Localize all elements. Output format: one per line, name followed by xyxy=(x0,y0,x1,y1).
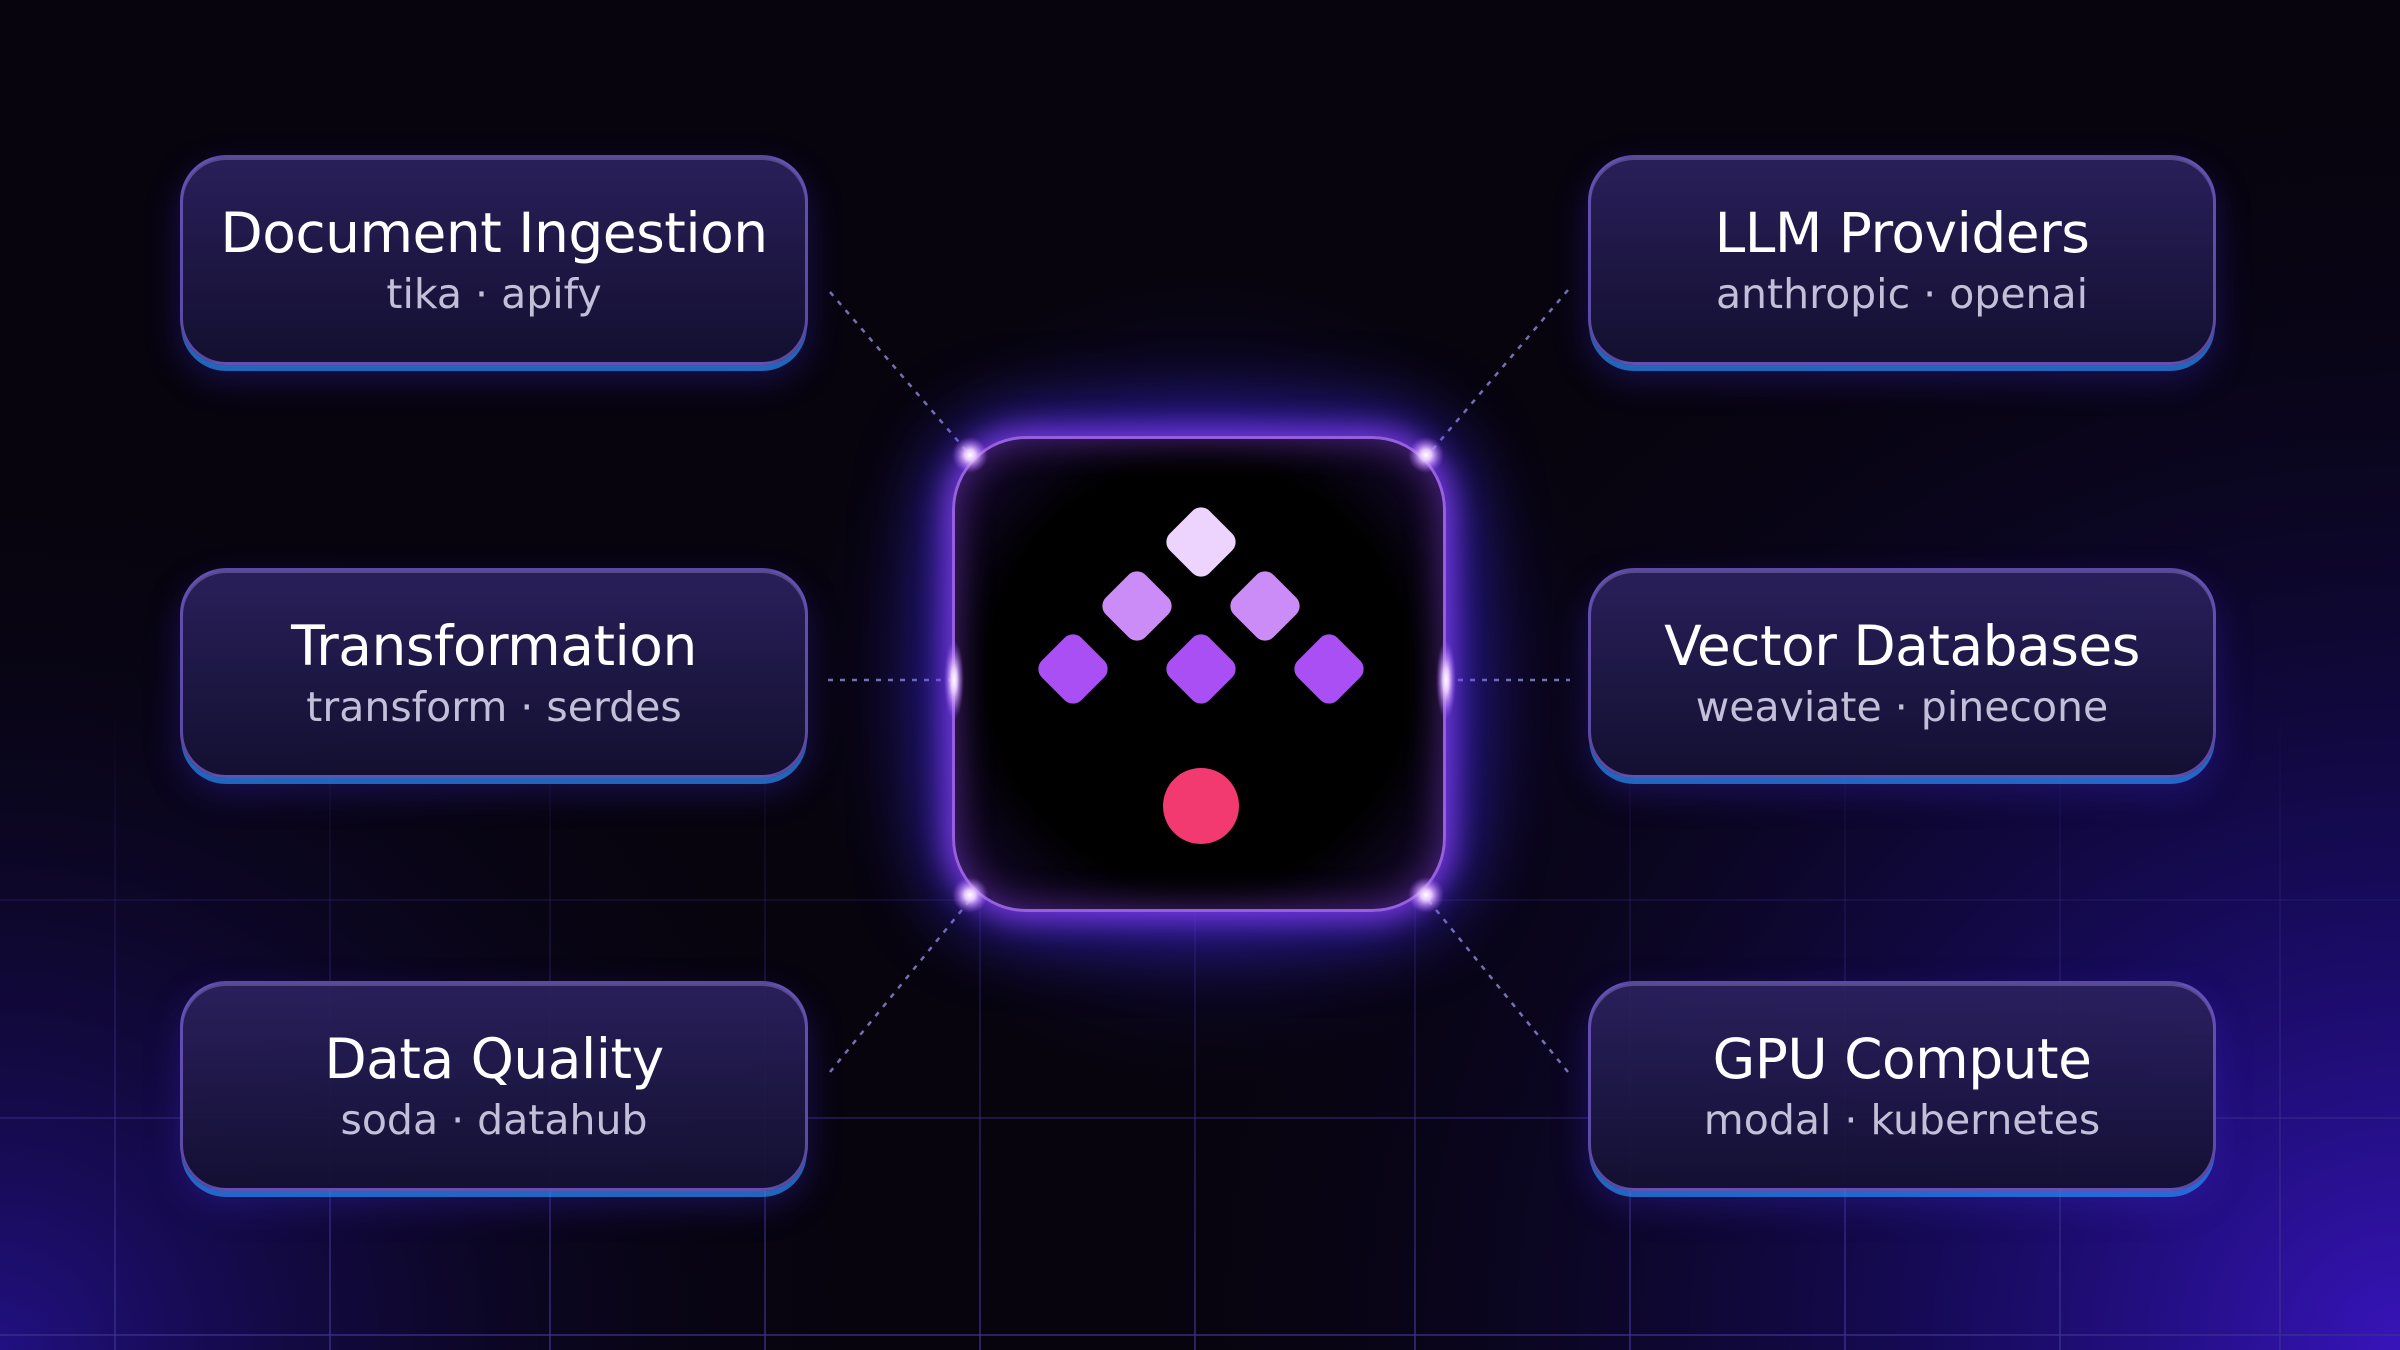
logo-tile xyxy=(1230,571,1300,641)
card-subtitle: soda · datahub xyxy=(340,1095,648,1144)
logo-tile xyxy=(1294,634,1364,704)
card-title: LLM Providers xyxy=(1714,201,2090,266)
logo-dot xyxy=(1163,768,1239,844)
card-title: Data Quality xyxy=(324,1027,664,1092)
center-hub xyxy=(952,436,1446,912)
card-vector-databases: Vector Databases weaviate · pinecone xyxy=(1588,568,2216,778)
card-title: GPU Compute xyxy=(1712,1027,2092,1092)
card-title: Document Ingestion xyxy=(220,201,768,266)
logo-tile xyxy=(1038,634,1108,704)
card-data-quality: Data Quality soda · datahub xyxy=(180,981,808,1191)
card-subtitle: tika · apify xyxy=(386,269,602,318)
connector-gpu-compute xyxy=(1427,899,1569,1073)
card-subtitle: modal · kubernetes xyxy=(1703,1095,2101,1144)
card-subtitle: transform · serdes xyxy=(306,682,682,731)
card-subtitle: weaviate · pinecone xyxy=(1695,682,2109,731)
card-llm-providers: LLM Providers anthropic · openai xyxy=(1588,155,2216,365)
logo-tile xyxy=(1102,571,1172,641)
kestra-logo-icon xyxy=(1038,507,1364,844)
connector-llm-providers xyxy=(1427,289,1569,456)
card-transformation: Transformation transform · serdes xyxy=(180,568,808,778)
card-gpu-compute: GPU Compute modal · kubernetes xyxy=(1588,981,2216,1191)
card-subtitle: anthropic · openai xyxy=(1715,269,2089,318)
card-title: Vector Databases xyxy=(1664,614,2140,679)
card-title: Transformation xyxy=(291,614,697,679)
connector-data-quality xyxy=(829,899,971,1073)
logo-tile xyxy=(1166,507,1236,577)
logo-tile xyxy=(1166,634,1236,704)
card-document-ingestion: Document Ingestion tika · apify xyxy=(180,155,808,365)
